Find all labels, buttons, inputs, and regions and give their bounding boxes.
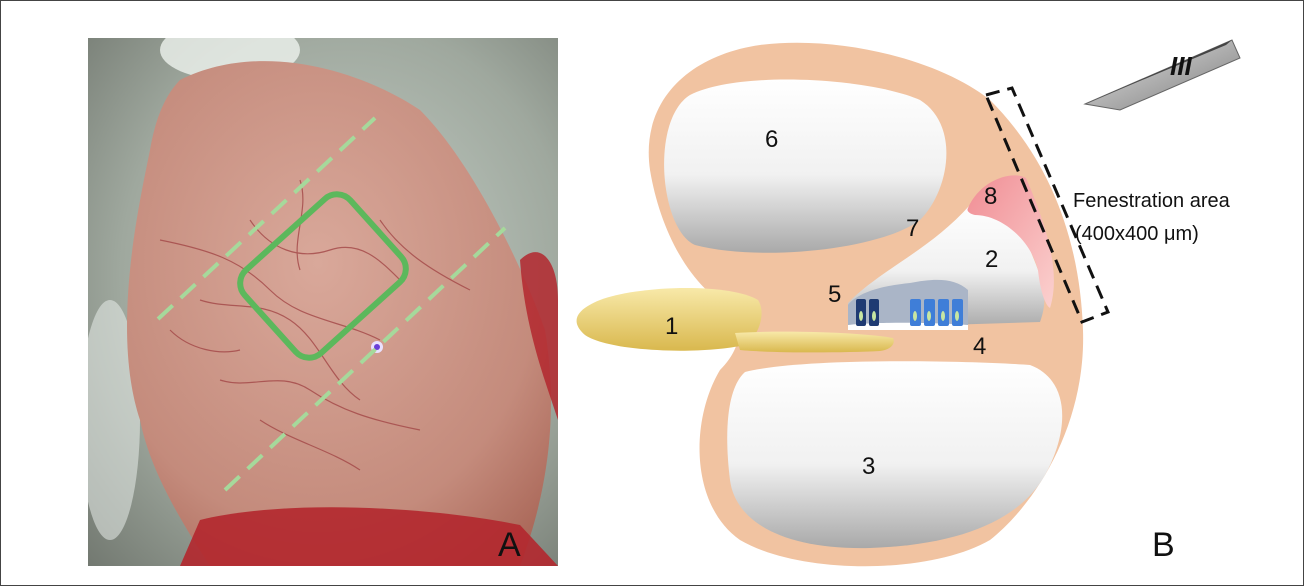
label-7: 7 <box>906 215 919 242</box>
label-6: 6 <box>765 126 778 153</box>
scalpel-blade-icon: III <box>1085 40 1240 110</box>
label-5: 5 <box>828 281 841 308</box>
label-1: 1 <box>665 313 678 340</box>
cochlea-schematic: III <box>577 40 1240 566</box>
label-3: 3 <box>862 453 875 480</box>
panel-label-a: A <box>498 526 521 564</box>
panel-label-b: B <box>1152 526 1175 564</box>
label-8: 8 <box>984 183 997 210</box>
fenestration-title: Fenestration area <box>1073 190 1231 212</box>
chamber-6 <box>664 80 946 253</box>
chamber-3 <box>727 361 1062 548</box>
fenestration-size: (400x400 μm) <box>1075 223 1199 245</box>
label-4: 4 <box>973 333 986 360</box>
cochlea-photo <box>80 20 558 566</box>
blade-mark: III <box>1170 51 1192 81</box>
label-2: 2 <box>985 246 998 273</box>
